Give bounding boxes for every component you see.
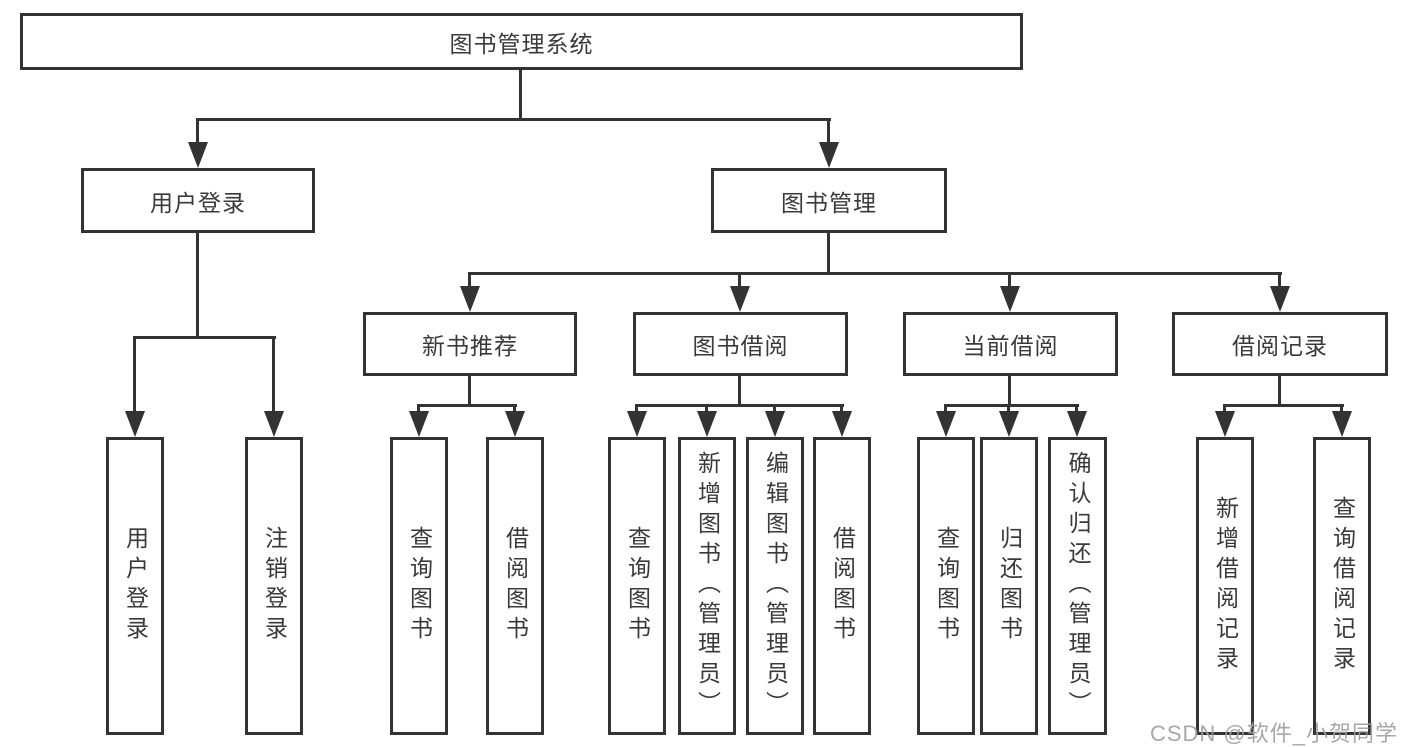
connector-line: [468, 376, 471, 407]
leaf-edit-book-admin: 编辑图书（管理员）: [746, 437, 804, 735]
leaf-label: 查询图书: [933, 526, 960, 646]
leaf-confirm-return-admin: 确认归还（管理员）: [1048, 437, 1107, 735]
connector-line: [468, 272, 1282, 275]
arrow-down-icon: [765, 411, 785, 437]
connector-line: [133, 336, 136, 413]
connector-line: [827, 118, 830, 145]
leaf-borrow-book: 借阅图书: [813, 437, 871, 735]
node-current-borrowing: 当前借阅: [903, 312, 1118, 376]
arrow-down-icon: [697, 411, 717, 437]
arrow-down-icon: [730, 286, 750, 312]
arrow-down-icon: [505, 411, 525, 437]
arrow-down-icon: [1215, 411, 1235, 437]
connector-line: [468, 272, 471, 288]
connector-line: [738, 376, 741, 407]
connector-line: [197, 118, 831, 121]
connector-line: [196, 233, 199, 339]
node-new-book-recommendation: 新书推荐: [363, 312, 577, 376]
leaf-label: 注销登录: [261, 526, 288, 646]
connector-line: [635, 404, 638, 414]
connector-line: [1008, 272, 1011, 288]
connector-line: [513, 404, 516, 414]
connector-line: [1075, 404, 1078, 414]
node-book-management: 图书管理: [711, 168, 947, 233]
leaf-query-borrow-record: 查询借阅记录: [1313, 437, 1371, 735]
arrow-down-icon: [627, 411, 647, 437]
leaf-label: 编辑图书（管理员）: [762, 451, 789, 721]
connector-line: [705, 404, 708, 414]
connector-line: [1278, 272, 1281, 288]
node-label: 当前借阅: [962, 333, 1059, 359]
arrow-down-icon: [832, 411, 852, 437]
connector-line: [840, 404, 843, 414]
connector-line: [272, 336, 275, 413]
arrow-down-icon: [125, 411, 145, 437]
leaf-user-login: 用户登录: [106, 437, 164, 735]
node-book-borrowing: 图书借阅: [633, 312, 848, 376]
leaf-label: 借阅图书: [829, 526, 856, 646]
connector-line: [1278, 376, 1281, 407]
connector-line: [773, 404, 776, 414]
connector-line: [944, 404, 947, 414]
connector-line: [519, 70, 522, 119]
leaf-label: 新增借阅记录: [1212, 496, 1239, 676]
arrow-down-icon: [819, 142, 839, 168]
leaf-add-book-admin: 新增图书（管理员）: [678, 437, 736, 735]
connector-line: [827, 233, 830, 275]
arrow-down-icon: [264, 411, 284, 437]
arrow-down-icon: [1270, 286, 1290, 312]
connector-line: [738, 272, 741, 288]
node-label: 图书管理: [781, 189, 877, 216]
connector-line: [1007, 404, 1010, 414]
leaf-query-book-recommend: 查询图书: [390, 437, 448, 735]
leaf-label: 查询图书: [624, 526, 651, 646]
leaf-label: 归还图书: [996, 526, 1023, 646]
connector-line: [417, 404, 517, 407]
leaf-label: 借阅图书: [502, 526, 529, 646]
node-library-management-system: 图书管理系统: [20, 13, 1023, 70]
connector-line: [635, 404, 844, 407]
node-label: 图书管理系统: [449, 30, 594, 57]
connector-line: [133, 336, 276, 339]
arrow-down-icon: [460, 286, 480, 312]
arrow-down-icon: [188, 142, 208, 168]
node-label: 新书推荐: [422, 333, 518, 359]
arrow-down-icon: [1000, 286, 1020, 312]
leaf-label: 查询借阅记录: [1329, 496, 1356, 676]
node-label: 图书借阅: [692, 333, 789, 359]
leaf-add-borrow-record: 新增借阅记录: [1196, 437, 1254, 735]
leaf-logout: 注销登录: [245, 437, 303, 735]
node-borrowing-records: 借阅记录: [1172, 312, 1388, 376]
leaf-label: 用户登录: [122, 526, 149, 646]
connector-line: [1223, 404, 1344, 407]
leaf-label: 查询图书: [406, 526, 433, 646]
leaf-query-book-borrowing: 查询图书: [608, 437, 666, 735]
node-user-login: 用户登录: [81, 168, 315, 233]
leaf-return-book: 归还图书: [980, 437, 1038, 735]
arrow-down-icon: [1332, 411, 1352, 437]
leaf-label: 确认归还（管理员）: [1065, 451, 1091, 721]
leaf-query-book-current: 查询图书: [917, 437, 975, 735]
connector-line: [1340, 404, 1343, 414]
connector-line: [944, 404, 1079, 407]
leaf-borrow-book-recommend: 借阅图书: [486, 437, 544, 735]
connector-line: [196, 118, 199, 145]
arrow-down-icon: [409, 411, 429, 437]
arrow-down-icon: [1067, 411, 1087, 437]
csdn-watermark: CSDN @软件_小贺同学: [1149, 721, 1398, 746]
arrow-down-icon: [936, 411, 956, 437]
node-label: 借阅记录: [1232, 333, 1328, 359]
leaf-label: 新增图书（管理员）: [694, 451, 721, 721]
connector-line: [417, 404, 420, 414]
node-label: 用户登录: [150, 189, 246, 216]
connector-line: [1008, 376, 1011, 407]
arrow-down-icon: [999, 411, 1019, 437]
connector-line: [1223, 404, 1226, 414]
